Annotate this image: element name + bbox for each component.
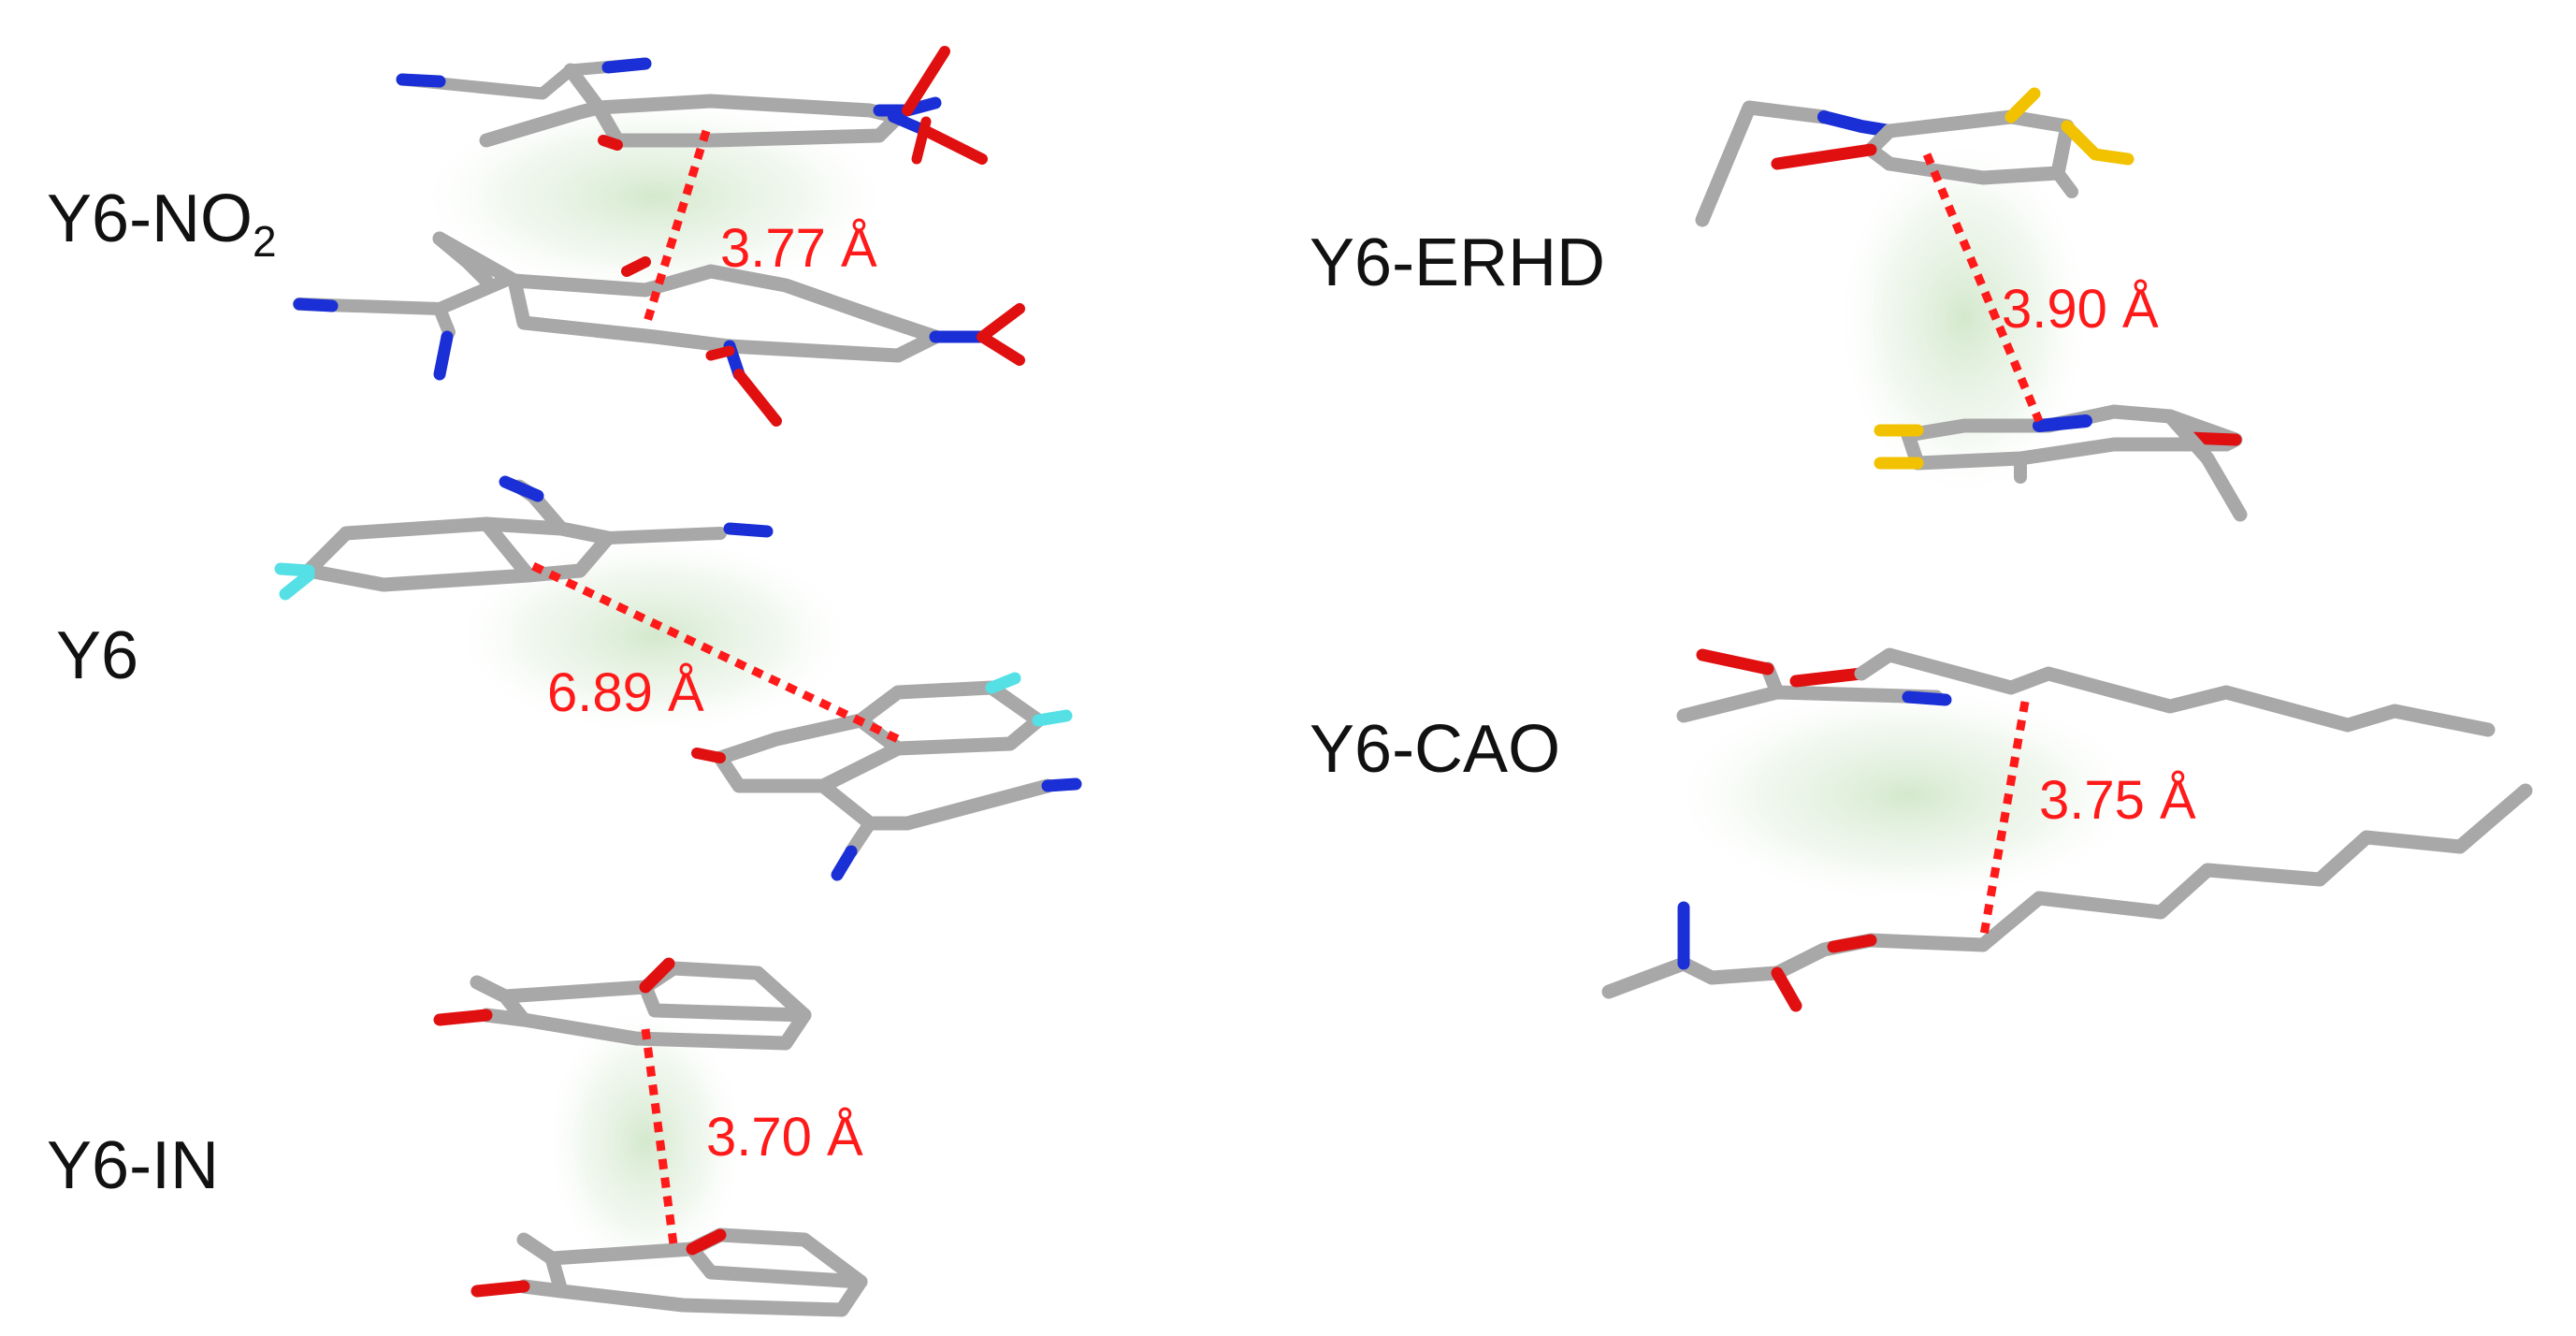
panel-y6-cao: Y6-CAO 3.75 Å <box>1310 647 2533 1012</box>
molecule-no2-lower <box>293 231 1025 427</box>
panel-y6-erhd: Y6-ERHD 3.90 Å <box>1310 87 2248 522</box>
molecule-y6-lower <box>691 672 1082 881</box>
distance-label-y6: 6.89 Å <box>547 662 704 723</box>
glow-cao <box>1665 683 2151 908</box>
molecule-y6-upper <box>274 475 774 601</box>
label-y6-cao: Y6-CAO <box>1310 712 1560 787</box>
molecule-erhd-lower <box>1874 404 2248 522</box>
distance-label-in: 3.70 Å <box>706 1107 863 1168</box>
panel-y6: Y6 6.89 Å <box>56 475 1082 881</box>
molecule-in-lower <box>470 1227 868 1317</box>
label-y6: Y6 <box>56 618 138 693</box>
molecule-erhd-upper <box>1695 87 2135 227</box>
label-y6-erhd: Y6-ERHD <box>1310 225 1605 300</box>
molecule-cao-lower <box>1601 783 2533 1012</box>
distance-label-cao: 3.75 Å <box>2039 770 2196 831</box>
molecule-no2-upper <box>396 46 988 165</box>
label-y6-in: Y6-IN <box>47 1128 219 1203</box>
panel-y6-in: Y6-IN 3.70 Å <box>47 957 868 1317</box>
molecule-cao-upper <box>1676 647 2496 737</box>
contact-line-cao <box>1978 701 2030 941</box>
contact-line-no2 <box>641 129 711 329</box>
label-y6-no2: Y6-NO2 <box>47 182 277 266</box>
distance-label-no2: 3.77 Å <box>720 218 877 279</box>
glow-in <box>543 1001 748 1282</box>
distance-label-erhd: 3.90 Å <box>2002 279 2159 340</box>
molecule-in-upper <box>433 957 812 1051</box>
panel-y6-no2: Y6-NO2 3.77 Å <box>47 46 1025 427</box>
glow-erhd <box>1833 131 2095 505</box>
glow-y6 <box>449 533 861 739</box>
